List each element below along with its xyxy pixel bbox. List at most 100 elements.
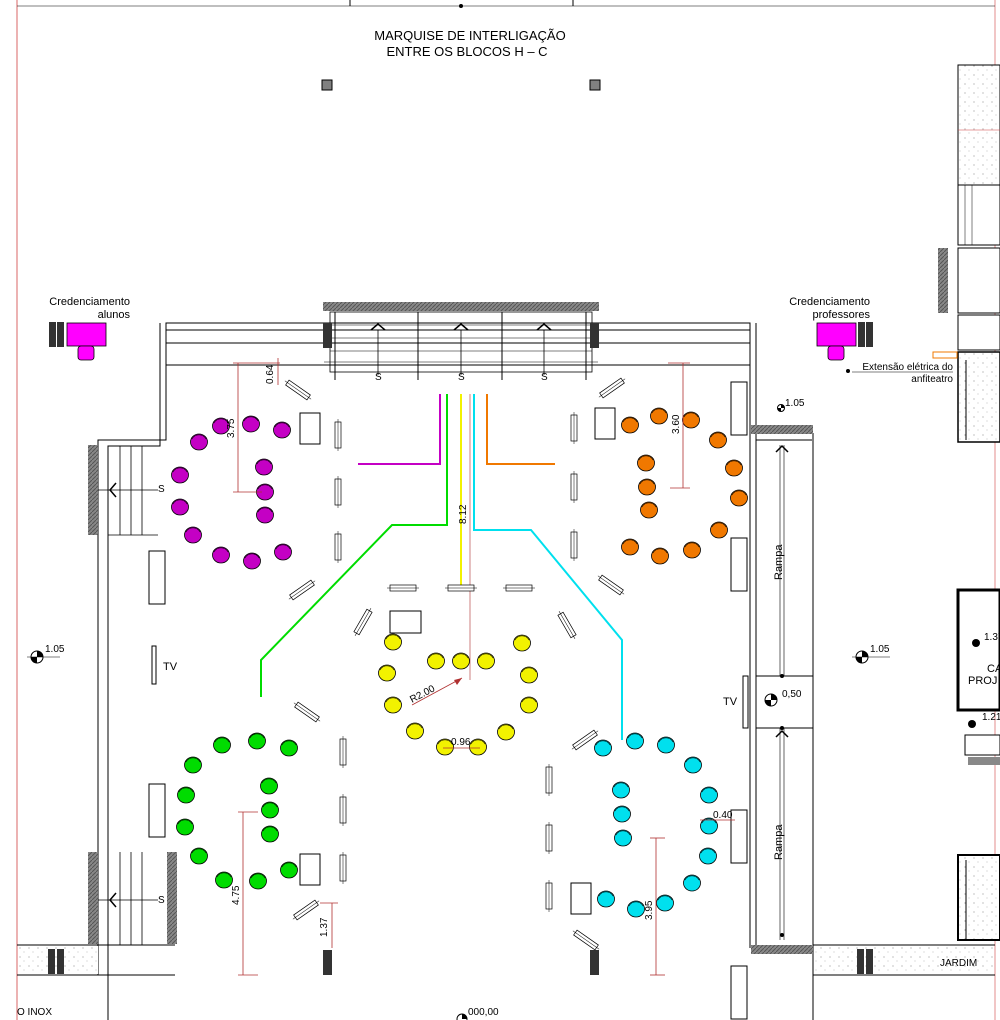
dim-475: 4.75: [231, 885, 242, 905]
chair: [274, 543, 292, 561]
bench: [545, 880, 553, 912]
bench: [570, 471, 578, 503]
marquise-roof: [323, 302, 599, 311]
cred-prof-line-1: Credenciamento: [789, 296, 870, 308]
radius-arrow-icon: [454, 678, 462, 685]
chair: [621, 416, 639, 434]
chair: [613, 805, 631, 823]
chair: [190, 433, 208, 451]
chair: [260, 777, 278, 795]
stair-arrow-icon: [536, 323, 552, 331]
cred-alunos-desk: [66, 322, 107, 361]
chair: [427, 652, 445, 670]
chair: [249, 872, 267, 890]
bench: [570, 412, 578, 444]
chair: [184, 526, 202, 544]
stair-s: S: [158, 895, 165, 906]
chair: [248, 732, 266, 750]
pillar: [858, 322, 865, 347]
chair: [384, 696, 402, 714]
top-node: [459, 4, 463, 8]
chair: [212, 417, 230, 435]
dim-812: 8.12: [458, 504, 469, 524]
chair: [273, 421, 291, 439]
chair: [171, 466, 189, 484]
chair: [261, 801, 279, 819]
title-line-2: ENTRE OS BLOCOS H – C: [386, 44, 547, 59]
wall-panel: [730, 809, 748, 864]
chair: [700, 786, 718, 804]
dim-360: 3.60: [671, 414, 682, 434]
chair: [520, 666, 538, 684]
right-building: [938, 64, 1000, 941]
stair-arrow-icon: [453, 323, 469, 331]
chair: [683, 541, 701, 559]
bench: [334, 419, 342, 451]
chair: [651, 547, 669, 565]
chair: [212, 546, 230, 564]
cred-alunos-line-2: alunos: [98, 309, 131, 321]
pillar: [321, 79, 333, 91]
bench: [293, 701, 321, 723]
bench: [288, 579, 316, 601]
level-marker: [968, 720, 976, 728]
chair: [709, 431, 727, 449]
benches: [284, 377, 626, 951]
level-ramp: 0,50: [782, 689, 802, 700]
chair: [469, 738, 487, 756]
tv-screen: [742, 675, 749, 729]
chair: [594, 739, 612, 757]
dim-r200: R2.00: [408, 683, 437, 705]
cred-prof-line-2: professores: [813, 309, 871, 321]
cred-alunos-line-1: Credenciamento: [49, 296, 130, 308]
dim-040: 0.40: [713, 810, 733, 821]
stair-s: S: [375, 372, 382, 383]
pillar: [323, 323, 332, 348]
stair-arrow-icon: [370, 323, 386, 331]
dim-395: 3.95: [644, 900, 655, 920]
ramp-node: [780, 933, 784, 937]
level-edge-2: 1.21: [982, 712, 1000, 723]
tv-label-right: TV: [723, 696, 738, 708]
bench: [445, 584, 477, 592]
chair: [656, 894, 674, 912]
route-green: [260, 394, 448, 697]
chair: [215, 871, 233, 889]
chair: [650, 407, 668, 425]
level-marker: [764, 693, 778, 707]
route-purple: [358, 394, 441, 465]
chair: [171, 498, 189, 516]
left-stair-bottom: [88, 852, 177, 945]
chair: [637, 454, 655, 472]
bench: [339, 736, 347, 768]
bench: [545, 764, 553, 796]
chair: [627, 900, 645, 918]
chair: [621, 538, 639, 556]
pillar: [48, 949, 55, 974]
extension-cable: [932, 351, 958, 359]
chair: [640, 501, 658, 519]
table: [299, 412, 321, 445]
pillar: [590, 323, 599, 348]
chair: [190, 847, 208, 865]
chair: [699, 847, 717, 865]
dim-064: 0.64: [265, 364, 276, 384]
chair: [497, 723, 515, 741]
planter-right: [814, 946, 994, 974]
bench: [503, 584, 535, 592]
title-line-1: MARQUISE DE INTERLIGAÇÃO: [374, 28, 565, 43]
label-inox: O INOX: [17, 1007, 52, 1018]
table: [389, 610, 422, 634]
chair: [243, 552, 261, 570]
bench: [557, 611, 577, 639]
stair-arrow-icon: [109, 482, 117, 498]
chair: [684, 756, 702, 774]
extension-point: [846, 369, 850, 373]
chair: [184, 756, 202, 774]
chair: [477, 652, 495, 670]
label-jardim: JARDIM: [940, 958, 977, 969]
label-ca: CA: [987, 663, 1000, 675]
pillar: [589, 79, 601, 91]
ramp-node: [780, 726, 784, 730]
wall-panel: [730, 381, 748, 436]
